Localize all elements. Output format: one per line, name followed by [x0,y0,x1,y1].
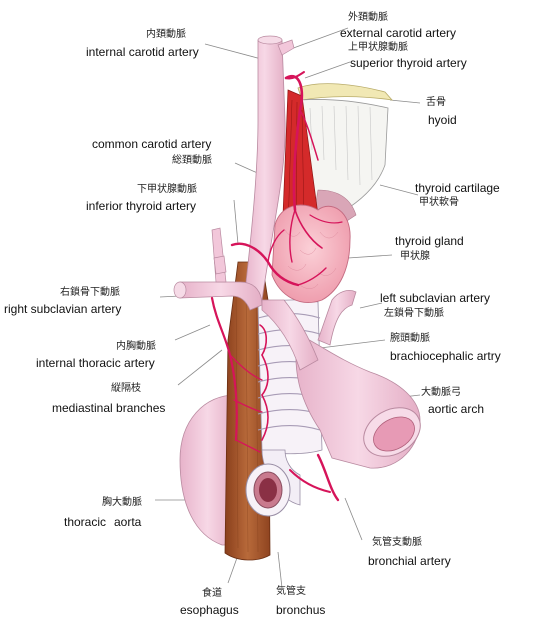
label-right-subclavian-jp: 右鎖骨下動脈 [60,287,120,298]
label-brachiocephalic-en: brachiocephalic artry [390,349,501,363]
hyoid-bone [297,83,394,101]
label-external-carotid-en: external carotid artery [340,26,457,40]
red-arteries [210,71,343,502]
label-internal-thoracic-en: internal thoracic artery [36,356,155,370]
brachiocephalic-artery [261,299,319,371]
label-common-carotid-jp: 総頚動脈 [172,155,212,166]
label-brachiocephalic-jp: 腕頭動脈 [390,333,430,344]
label-thyroid-cartilage-jp: 甲状軟骨 [419,197,459,208]
label-inferior-thyroid-en: inferior thyroid artery [86,199,197,213]
label-internal-carotid-jp: 内頚動脈 [146,29,186,40]
label-thoracic-aorta-en-b: aorta [114,515,142,529]
label-left-subclavian-en: left subclavian artery [380,291,491,305]
label-mediastinal-en: mediastinal branches [52,401,166,415]
label-left-subclavian-jp: 左鎖骨下動脈 [384,308,444,319]
thoracic-aorta [179,394,236,546]
label-esophagus-en: esophagus [180,603,239,617]
label-inferior-thyroid-jp: 下甲状腺動脈 [137,184,197,195]
label-mediastinal-jp: 縦隔枝 [111,383,141,394]
label-hyoid-jp: 舌骨 [426,97,446,108]
left-subclavian-artery [317,290,357,346]
label-aortic-arch-jp: 大動脈弓 [421,387,461,398]
label-superior-thyroid-jp: 上甲状腺動脈 [348,42,408,53]
label-hyoid-en: hyoid [428,113,457,127]
label-thyroid-cartilage-en: thyroid cartilage [415,181,500,195]
label-thoracic-aorta-jp: 胸大動脈 [102,497,142,508]
label-external-carotid-jp: 外頚動脈 [348,12,388,23]
label-esophagus-jp: 食道 [202,588,222,599]
label-thoracic-aorta-en-a: thoracic [64,515,107,529]
label-common-carotid-en: common carotid artery [92,137,212,151]
label-thyroid-gland-en: thyroid gland [395,234,464,248]
label-internal-carotid-en: internal carotid artery [86,45,199,59]
label-bronchus-jp: 気管支 [276,586,306,597]
right-subclavian-artery [179,281,263,311]
label-aortic-arch-en: aortic arch [428,402,485,416]
label-internal-thoracic-jp: 内胸動脈 [116,341,156,352]
label-thyroid-gland-jp: 甲状腺 [400,251,430,262]
label-bronchial-jp: 気管支動脈 [372,537,422,548]
label-bronchus-en: bronchus [276,603,326,617]
label-bronchial-en: bronchial artery [368,554,451,568]
label-right-subclavian-en: right subclavian artery [4,302,122,316]
label-superior-thyroid-en: superior thyroid artery [350,56,467,70]
